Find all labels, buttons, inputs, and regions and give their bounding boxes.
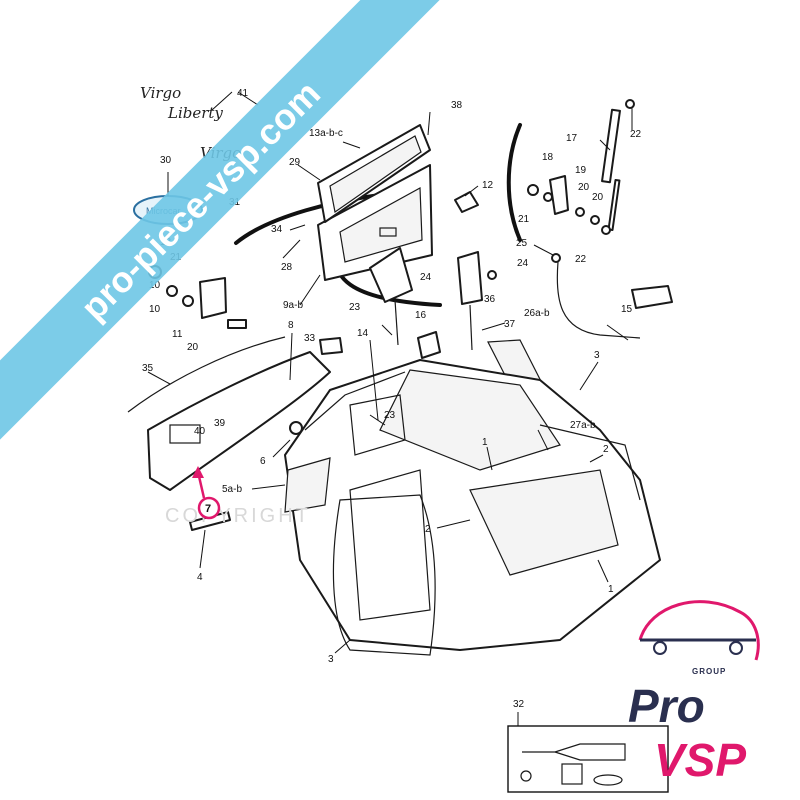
rear-window-part [317, 124, 431, 223]
label-17: 17 [566, 133, 578, 144]
label-3-bottom: 3 [328, 654, 334, 665]
door-seal-part [332, 494, 436, 656]
label-35: 35 [142, 363, 154, 374]
label-38: 38 [451, 100, 463, 111]
tailgate-part [317, 164, 433, 281]
label-13a-b-c: 13a-b-c [309, 128, 343, 139]
callout-leaders [147, 91, 633, 654]
label-6: 6 [260, 456, 266, 467]
pro-vsp-logo: GROUP Pro VSP [628, 600, 760, 786]
badge-liberty-text: Liberty [167, 104, 223, 122]
highlight-label: 7 [205, 503, 211, 515]
label-33: 33 [304, 333, 316, 344]
label-23-top: 23 [349, 302, 361, 313]
logo-group-text: GROUP [692, 667, 726, 676]
label-37: 37 [504, 319, 516, 330]
label-12: 12 [482, 180, 494, 191]
label-15: 15 [621, 304, 633, 315]
label-16: 16 [415, 310, 427, 321]
label-20-c: 20 [187, 342, 199, 353]
label-2-right: 2 [603, 444, 609, 455]
gas-strut-part [601, 108, 621, 232]
label-23-bottom: 23 [384, 410, 396, 421]
label-40: 40 [194, 426, 206, 437]
hardware-cluster-right [527, 99, 635, 235]
label-22-bottom: 22 [575, 254, 587, 265]
label-25: 25 [516, 238, 528, 249]
latch-assembly [369, 247, 497, 359]
label-26a-b: 26a-b [524, 308, 550, 319]
label-29: 29 [289, 157, 301, 168]
label-20-b: 20 [592, 192, 604, 203]
label-1-bottom: 1 [608, 584, 614, 595]
label-36: 36 [484, 294, 496, 305]
label-30: 30 [160, 155, 172, 166]
logo-pro-text: Pro [628, 680, 705, 732]
separator-curve-right [506, 123, 522, 242]
label-19: 19 [575, 165, 587, 176]
side-panel-assembly [127, 336, 343, 491]
label-39: 39 [214, 418, 226, 429]
label-21-right: 21 [518, 214, 530, 225]
label-2-left: 2 [425, 524, 431, 535]
logo-vsp-text: VSP [654, 734, 746, 786]
label-24-left: 24 [420, 272, 432, 283]
label-22-top: 22 [630, 129, 642, 140]
label-20-a: 20 [578, 182, 590, 193]
label-41: 41 [237, 88, 249, 99]
label-8: 8 [288, 320, 294, 331]
copyright-watermark: COPYRIGHT [165, 505, 311, 527]
label-4: 4 [197, 572, 203, 583]
label-32: 32 [513, 699, 525, 710]
hinge-bracket-part [454, 191, 479, 213]
label-28: 28 [281, 262, 293, 273]
label-10-a: 10 [149, 280, 161, 291]
label-18-right: 18 [542, 152, 554, 163]
badge-virgo-text: Virgo [140, 84, 181, 102]
separator-curve-left [234, 193, 382, 245]
label-11: 11 [172, 329, 183, 340]
sealant-kit-box [507, 712, 669, 793]
highlight-callout: 7 [192, 466, 221, 520]
car-body-shell [284, 359, 661, 651]
label-5a-b: 5a-b [222, 484, 242, 495]
label-3-top: 3 [594, 350, 600, 361]
label-10-b: 10 [149, 304, 161, 315]
label-14: 14 [357, 328, 369, 339]
label-27a-b: 27a-b [570, 420, 596, 431]
label-9a-b: 9a-b [283, 300, 303, 311]
virgo-liberty-badge: Virgo Liberty [140, 84, 233, 122]
label-24-right: 24 [517, 258, 529, 269]
label-1-top: 1 [482, 437, 488, 448]
release-cable-part [551, 253, 673, 339]
label-34: 34 [271, 224, 283, 235]
